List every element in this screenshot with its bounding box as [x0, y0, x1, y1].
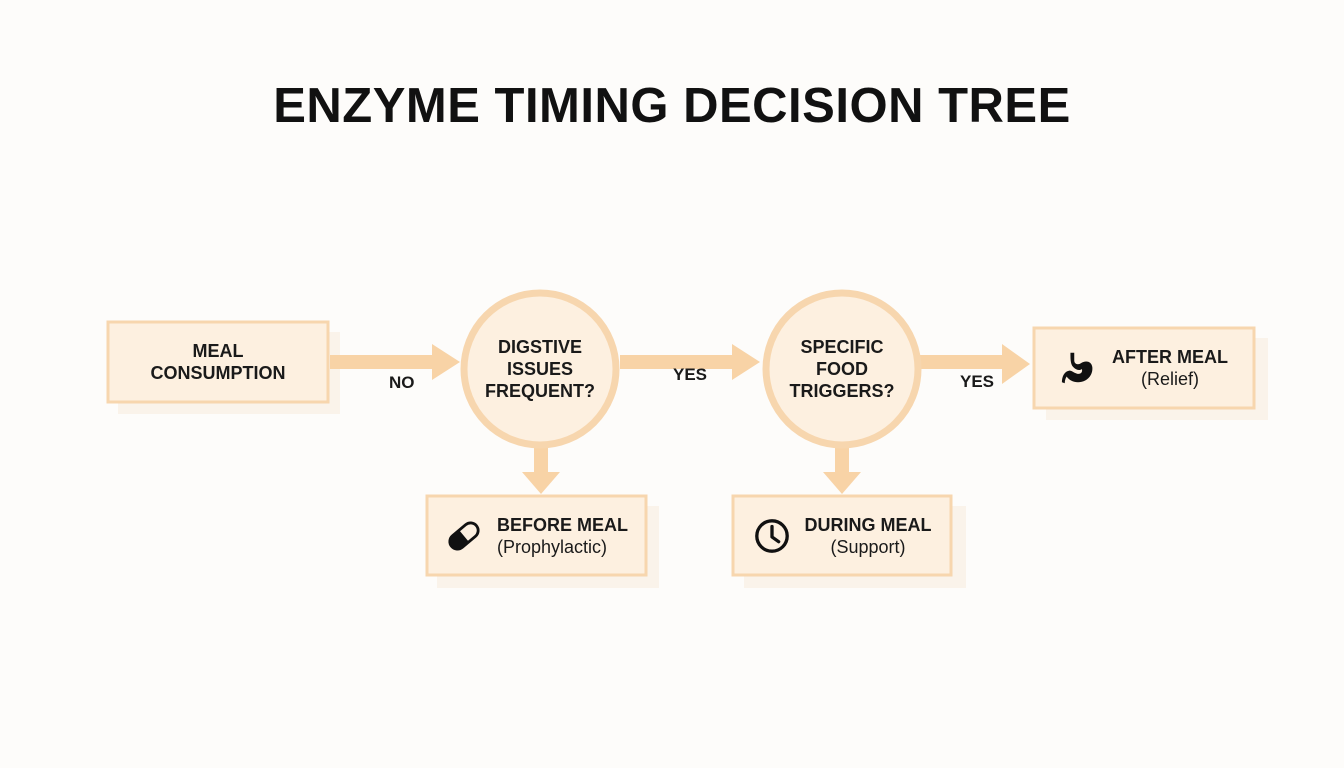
- after-node: AFTER MEAL (Relief): [1034, 328, 1254, 408]
- arrow-q2-during-shaft: [835, 440, 849, 474]
- during-node-box: [731, 494, 953, 577]
- start-node-box: [106, 320, 330, 404]
- during-node: DURING MEAL (Support): [733, 496, 951, 575]
- clock-icon: [754, 518, 789, 553]
- edge-label-start-q1: NO: [389, 373, 415, 392]
- before-node-sub: (Prophylactic): [496, 536, 608, 557]
- start-node-line2: CONSUMPTION: [150, 363, 286, 383]
- stomach-icon: [1061, 352, 1093, 384]
- q1-node-line3: FREQUENT?: [485, 381, 595, 401]
- q1-node: DIGSTIVE ISSUES FREQUENT?: [464, 293, 616, 445]
- diagram-title: ENZYME TIMING DECISION TREE: [273, 79, 1071, 133]
- after-node-sub: (Relief): [1140, 369, 1199, 389]
- q2-node-line3: TRIGGERS?: [789, 381, 895, 401]
- q1-node-circle: [460, 289, 620, 449]
- q1-node-line1: DIGSTIVE: [497, 337, 582, 357]
- start-node-line1: MEAL: [192, 341, 244, 361]
- arrow-q1-q2-shaft: [620, 355, 734, 369]
- arrows: [330, 344, 1030, 494]
- q2-node-line2: FOOD: [815, 359, 868, 379]
- edge-label-q2-after: YES: [960, 372, 995, 391]
- before-node-label: BEFORE MEAL: [496, 514, 628, 535]
- arrow-start-q1-head: [432, 344, 460, 380]
- after-node-box: [1032, 326, 1256, 410]
- arrow-q2-after-shaft: [920, 355, 1004, 369]
- edge-label-q1-q2: YES: [673, 365, 708, 384]
- pill-icon: [448, 520, 480, 551]
- arrow-q2-during-head: [823, 472, 861, 494]
- q2-node-circle: [762, 289, 922, 449]
- during-node-sub: (Support): [830, 536, 906, 557]
- q1-node-line2: ISSUES: [506, 359, 574, 379]
- arrow-q1-before-shaft: [534, 440, 548, 474]
- q2-node: SPECIFIC FOOD TRIGGERS?: [766, 293, 918, 445]
- before-node: BEFORE MEAL (Prophylactic): [427, 496, 646, 575]
- q2-node-line1: SPECIFIC: [800, 337, 884, 357]
- after-node-label: AFTER MEAL: [1112, 347, 1228, 367]
- arrow-q1-q2-head: [732, 344, 760, 380]
- start-node: MEAL CONSUMPTION: [108, 322, 328, 402]
- arrow-q2-after-head: [1002, 344, 1030, 384]
- arrow-start-q1-shaft: [330, 355, 434, 369]
- during-node-label: DURING MEAL: [804, 514, 932, 535]
- arrow-q1-before-head: [522, 472, 560, 494]
